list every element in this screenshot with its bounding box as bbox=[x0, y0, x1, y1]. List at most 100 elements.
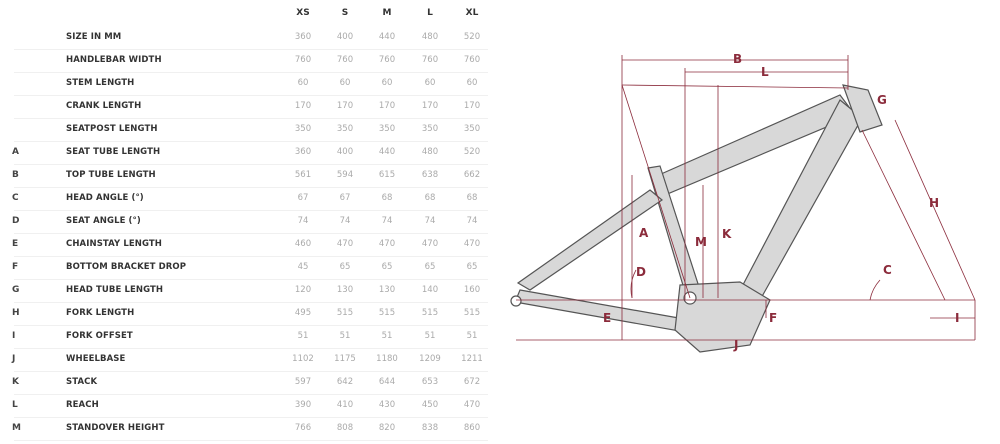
label-D: D bbox=[636, 265, 646, 279]
cell-l: 480 bbox=[421, 147, 439, 157]
row-letter: I bbox=[12, 331, 16, 341]
size-header-s: S bbox=[341, 8, 349, 18]
cell-s: 51 bbox=[339, 331, 351, 341]
cell-xl: 160 bbox=[463, 285, 481, 295]
cell-l: 480 bbox=[421, 32, 439, 42]
label-H: H bbox=[929, 196, 939, 210]
cell-m: 170 bbox=[378, 101, 396, 111]
cell-m: 51 bbox=[381, 331, 393, 341]
cell-xl: 1211 bbox=[461, 354, 483, 364]
row-label: STACK bbox=[66, 377, 98, 387]
cell-m: 820 bbox=[378, 423, 396, 433]
cell-s: 594 bbox=[336, 170, 354, 180]
row-label: STANDOVER HEIGHT bbox=[66, 423, 165, 433]
row-letter: G bbox=[12, 285, 20, 295]
bike-frame bbox=[510, 84, 883, 353]
row-letter: C bbox=[12, 193, 19, 203]
row-letter: D bbox=[12, 216, 20, 226]
cell-xs: 120 bbox=[294, 285, 312, 295]
cell-s: 470 bbox=[336, 239, 354, 249]
cell-l: 170 bbox=[421, 101, 439, 111]
cell-xs: 760 bbox=[294, 55, 312, 65]
cell-xs: 51 bbox=[297, 331, 309, 341]
row-label: HEAD TUBE LENGTH bbox=[66, 285, 164, 295]
row-label: REACH bbox=[66, 400, 99, 410]
cell-xs: 561 bbox=[294, 170, 312, 180]
motor-housing bbox=[674, 281, 771, 353]
row-label: FORK LENGTH bbox=[66, 308, 135, 318]
label-L: L bbox=[761, 65, 769, 79]
cell-xs: 460 bbox=[294, 239, 312, 249]
cell-xs: 766 bbox=[294, 423, 312, 433]
row-label: FORK OFFSET bbox=[66, 331, 133, 341]
cell-xl: 520 bbox=[463, 147, 481, 157]
label-E: E bbox=[603, 311, 611, 325]
cell-xl: 470 bbox=[463, 400, 481, 410]
cell-s: 410 bbox=[336, 400, 354, 410]
cell-xs: 1102 bbox=[292, 354, 314, 364]
cell-xl: 350 bbox=[463, 124, 481, 134]
cell-xl: 65 bbox=[466, 262, 478, 272]
cell-m: 65 bbox=[381, 262, 393, 272]
row-letter: L bbox=[12, 400, 18, 410]
cell-xs: 67 bbox=[297, 193, 309, 203]
cell-s: 170 bbox=[336, 101, 354, 111]
cell-l: 68 bbox=[424, 193, 436, 203]
cell-m: 440 bbox=[378, 32, 396, 42]
cell-xl: 68 bbox=[466, 193, 478, 203]
row-letter: F bbox=[12, 262, 19, 272]
head-tube bbox=[842, 84, 883, 133]
cell-m: 68 bbox=[381, 193, 393, 203]
row-letter: M bbox=[12, 423, 21, 433]
rear-axle bbox=[510, 295, 522, 307]
label-C: C bbox=[883, 263, 892, 277]
cell-l: 1209 bbox=[419, 354, 441, 364]
row-letter: H bbox=[12, 308, 20, 318]
cell-s: 400 bbox=[336, 32, 354, 42]
cell-l: 65 bbox=[424, 262, 436, 272]
row-label: BOTTOM BRACKET DROP bbox=[66, 262, 187, 272]
cell-xl: 520 bbox=[463, 32, 481, 42]
label-G: G bbox=[877, 93, 887, 107]
cell-xs: 60 bbox=[297, 78, 309, 88]
row-label: HEAD ANGLE (°) bbox=[66, 193, 144, 203]
cell-l: 51 bbox=[424, 331, 436, 341]
cell-xl: 60 bbox=[466, 78, 478, 88]
size-header-xs: XS bbox=[296, 8, 310, 18]
cell-l: 140 bbox=[421, 285, 439, 295]
cell-m: 130 bbox=[378, 285, 396, 295]
label-B: B bbox=[733, 52, 742, 66]
cell-l: 470 bbox=[421, 239, 439, 249]
row-label: WHEELBASE bbox=[66, 354, 126, 364]
row-label: TOP TUBE LENGTH bbox=[66, 170, 156, 180]
cell-m: 74 bbox=[381, 216, 393, 226]
cell-l: 638 bbox=[421, 170, 439, 180]
cell-xl: 672 bbox=[463, 377, 481, 387]
cell-xs: 45 bbox=[297, 262, 309, 272]
row-label: SEAT ANGLE (°) bbox=[66, 216, 141, 226]
cell-xs: 495 bbox=[294, 308, 312, 318]
cell-l: 74 bbox=[424, 216, 436, 226]
dimension-lines bbox=[516, 55, 976, 341]
row-letter: E bbox=[12, 239, 19, 249]
row-label: SEATPOST LENGTH bbox=[66, 124, 158, 134]
cell-l: 350 bbox=[421, 124, 439, 134]
cell-xl: 51 bbox=[466, 331, 478, 341]
cell-xl: 74 bbox=[466, 216, 478, 226]
cell-s: 642 bbox=[336, 377, 354, 387]
cell-s: 60 bbox=[339, 78, 351, 88]
cell-xs: 350 bbox=[294, 124, 312, 134]
cell-s: 808 bbox=[336, 423, 354, 433]
cell-l: 838 bbox=[421, 423, 439, 433]
row-label: SIZE IN MM bbox=[66, 32, 122, 42]
cell-xl: 662 bbox=[463, 170, 481, 180]
